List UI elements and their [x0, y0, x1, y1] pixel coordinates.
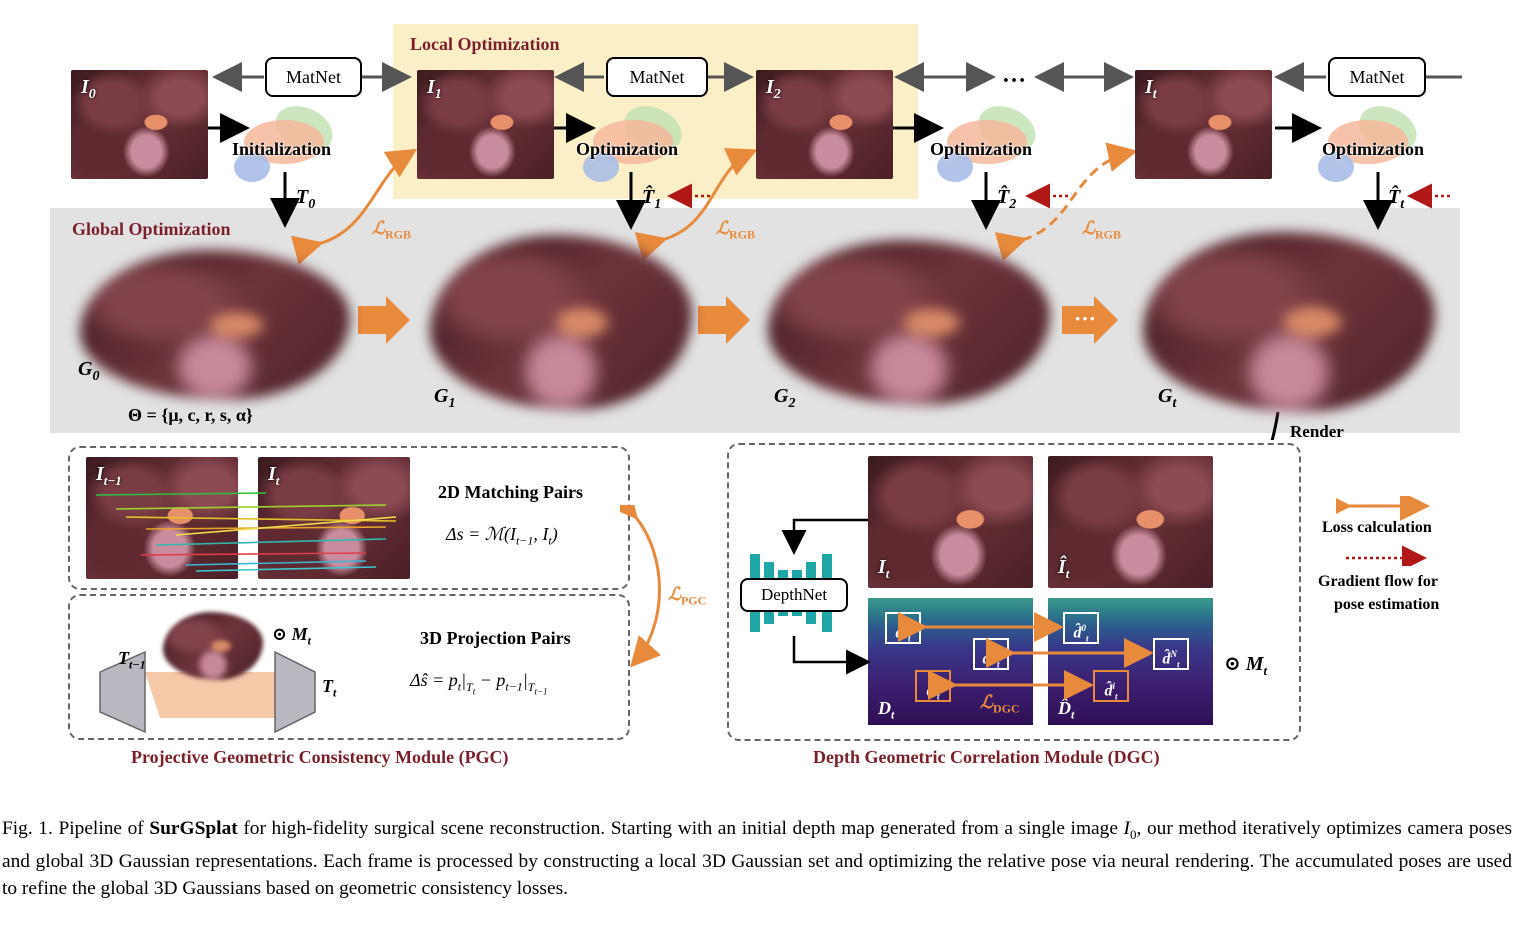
dgc-frame-gt-label: It [878, 556, 890, 581]
gaussian-label-g1: G1 [434, 385, 456, 411]
pose-t2: T̂2 [997, 186, 1017, 212]
dgc-title: Depth Geometric Correlation Module (DGC) [813, 747, 1160, 767]
pose-tt: T̂t [1388, 186, 1405, 212]
initialization-label: Initialization [232, 139, 332, 159]
frame-it: It [1135, 70, 1272, 179]
camera-label-prev: Tt−1 [118, 648, 146, 672]
pose-t1: T̂1 [642, 186, 662, 212]
local-optimization-title: Local Optimization [410, 34, 560, 54]
legend-icons [1336, 496, 1430, 566]
pgc-title: Projective Geometric Consistency Module … [131, 747, 509, 767]
depth-map-render-label: D̂t [1058, 698, 1075, 722]
camera-diagram [99, 650, 316, 734]
pgc-loss-label: ℒPGC [668, 584, 707, 608]
dgc-mask: ⊙ Mt [1224, 653, 1268, 678]
dgc-box [727, 443, 1301, 741]
render-label: Render [1290, 422, 1344, 441]
dgc-frame-render-label: Ît [1058, 556, 1070, 581]
depth-patch-dn-hat: d̂Nt [1153, 638, 1189, 670]
dgc-loss-label: ℒDGC [980, 692, 1020, 716]
frame-i2: I2 [756, 70, 893, 179]
matnet-box-1: MatNet [265, 57, 362, 97]
gaussian-scene-g2 [768, 240, 1050, 405]
legend-gradient-line1: Gradient flow for [1318, 573, 1438, 590]
gaussian-label-g2: G2 [774, 385, 796, 411]
gaussian-scene-g0 [80, 250, 350, 400]
figure-caption: Fig. 1. Pipeline of SurGSplat for high-f… [2, 818, 1512, 899]
pgc-frame-prev-label: It−1 [96, 463, 122, 488]
gaussian-scene-gt [1143, 232, 1435, 412]
loss-rgb-3: ℒRGB [1082, 218, 1121, 242]
projection-title: 3D Projection Pairs [420, 628, 571, 648]
loss-rgb-1: ℒRGB [372, 218, 411, 242]
gaussian-label-g0: G0 [78, 358, 100, 384]
frame-i2-label: I2 [766, 76, 781, 102]
pgc-loss-arrow [620, 505, 662, 668]
gaussian-ellipses-1 [583, 97, 693, 186]
frame-i0: I0 [71, 70, 208, 179]
pgc-frame-curr-label: It [268, 463, 280, 488]
legend-gradient-line2: pose estimation [1334, 596, 1440, 613]
optimization-label-t: Optimization [1322, 139, 1424, 159]
gaussian-scene-g1 [430, 235, 692, 410]
frame-i1: I1 [417, 70, 554, 179]
projection-formula: Δŝ = pt|Tt − pt−1|Tt−1 [410, 670, 548, 696]
gaussian-ellipses-t [1318, 97, 1428, 186]
dgc-arrows [781, 518, 1154, 700]
dgc-frame-render: Ît [1048, 456, 1213, 588]
pose-t0: T0 [296, 186, 316, 212]
matching-formula: Δs = ℳ(It−1, It) [446, 524, 558, 548]
depthnet-box: DepthNet [740, 578, 848, 612]
loss-rgb-2: ℒRGB [716, 218, 755, 242]
dgc-frame-gt: It [868, 456, 1033, 588]
ellipsis: … [1002, 62, 1026, 88]
point-cloud [163, 612, 263, 680]
frame-i1-label: I1 [427, 76, 442, 102]
gaussian-label-gt: Gt [1158, 385, 1177, 411]
matnet-box-2: MatNet [606, 57, 708, 97]
top-arrows: ··· [208, 62, 1462, 440]
optimization-label-2: Optimization [930, 139, 1032, 159]
svg-text:···: ··· [1074, 306, 1096, 331]
matching-lines [95, 492, 397, 572]
depth-patch-di-hat: d̂it [1093, 670, 1129, 702]
global-optimization-title: Global Optimization [72, 219, 231, 239]
gaussian-ellipses-2 [937, 97, 1047, 186]
camera-label-curr: Tt [322, 676, 337, 700]
depth-map-gt-label: Dt [878, 698, 895, 722]
gaussian-ellipses-0 [234, 97, 344, 186]
frame-it-label: It [1145, 76, 1157, 102]
legend-loss-label: Loss calculation [1322, 519, 1432, 536]
optimization-label-1: Optimization [576, 139, 678, 159]
matnet-box-3: MatNet [1328, 57, 1426, 97]
matching-title: 2D Matching Pairs [438, 482, 583, 502]
frame-i0-label: I0 [81, 76, 96, 102]
theta-formula: Θ = {μ, c, r, s, α} [128, 405, 254, 425]
pgc-mask: ⊙ Mt [272, 624, 311, 648]
